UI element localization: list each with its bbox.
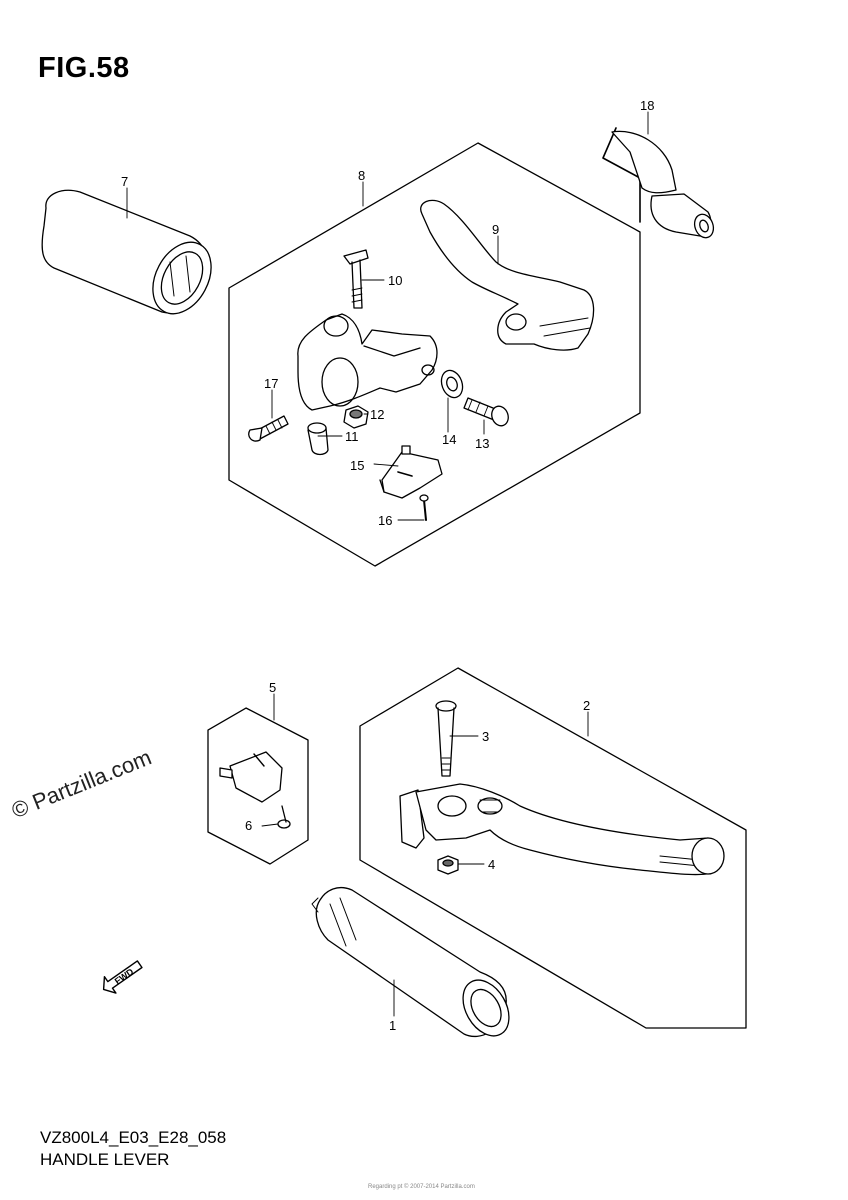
- assembly-outline-8: [228, 142, 641, 567]
- part-18-weight[interactable]: [602, 127, 717, 240]
- callout-6: 6: [245, 818, 252, 833]
- part-1-throttle-grip[interactable]: [311, 886, 518, 1044]
- callout-9: 9: [492, 222, 499, 237]
- callout-16: 16: [378, 513, 392, 528]
- part-17-bolt[interactable]: [248, 415, 289, 442]
- part-13-adjuster-bolt[interactable]: [463, 397, 511, 428]
- callout-15: 15: [350, 458, 364, 473]
- part-2-brake-lever[interactable]: [399, 783, 725, 876]
- part-8-bracket[interactable]: [297, 313, 438, 411]
- part-16-screw[interactable]: [419, 494, 429, 521]
- callout-7: 7: [121, 174, 128, 189]
- fine-print: Regarding pt © 2007-2014 Partzilla.com: [368, 1184, 475, 1190]
- part-7-grip[interactable]: [41, 189, 223, 323]
- assembly-outline-5: [207, 707, 309, 865]
- leader-lines: [126, 111, 649, 1017]
- callout-8: 8: [358, 168, 365, 183]
- diagram-code: VZ800L4_E03_E28_058: [40, 1128, 227, 1147]
- part-15-switch[interactable]: [379, 445, 443, 499]
- part-14-adjuster-nut[interactable]: [438, 367, 466, 400]
- part-6-screw[interactable]: [277, 805, 291, 829]
- diagram-name: HANDLE LEVER: [40, 1150, 170, 1169]
- part-4-nut[interactable]: [437, 855, 459, 875]
- callout-2: 2: [583, 698, 590, 713]
- assembly-outline-2: [359, 667, 747, 1029]
- fwd-arrow: FWD: [102, 960, 143, 994]
- callout-5: 5: [269, 680, 276, 695]
- callout-18: 18: [640, 98, 654, 113]
- callout-labels: 7 8 18 9 10 17 12 11 14 13 15 16 5 6 2 3…: [121, 98, 654, 1033]
- figure-title: FIG.58: [38, 52, 130, 84]
- callout-13: 13: [475, 436, 489, 451]
- part-5-switch[interactable]: [219, 751, 283, 803]
- callout-11: 11: [345, 429, 359, 444]
- callout-4: 4: [488, 857, 495, 872]
- callout-1: 1: [389, 1018, 396, 1033]
- callout-10: 10: [388, 273, 402, 288]
- part-12-nut[interactable]: [343, 405, 369, 429]
- part-3-pivot-bolt[interactable]: [435, 700, 457, 777]
- callout-14: 14: [442, 432, 456, 447]
- callout-17: 17: [264, 376, 278, 391]
- part-11-collar[interactable]: [307, 422, 329, 456]
- part-9-lever[interactable]: [420, 199, 595, 351]
- callout-12: 12: [370, 407, 384, 422]
- part-10-bolt[interactable]: [343, 249, 369, 309]
- callout-3: 3: [482, 729, 489, 744]
